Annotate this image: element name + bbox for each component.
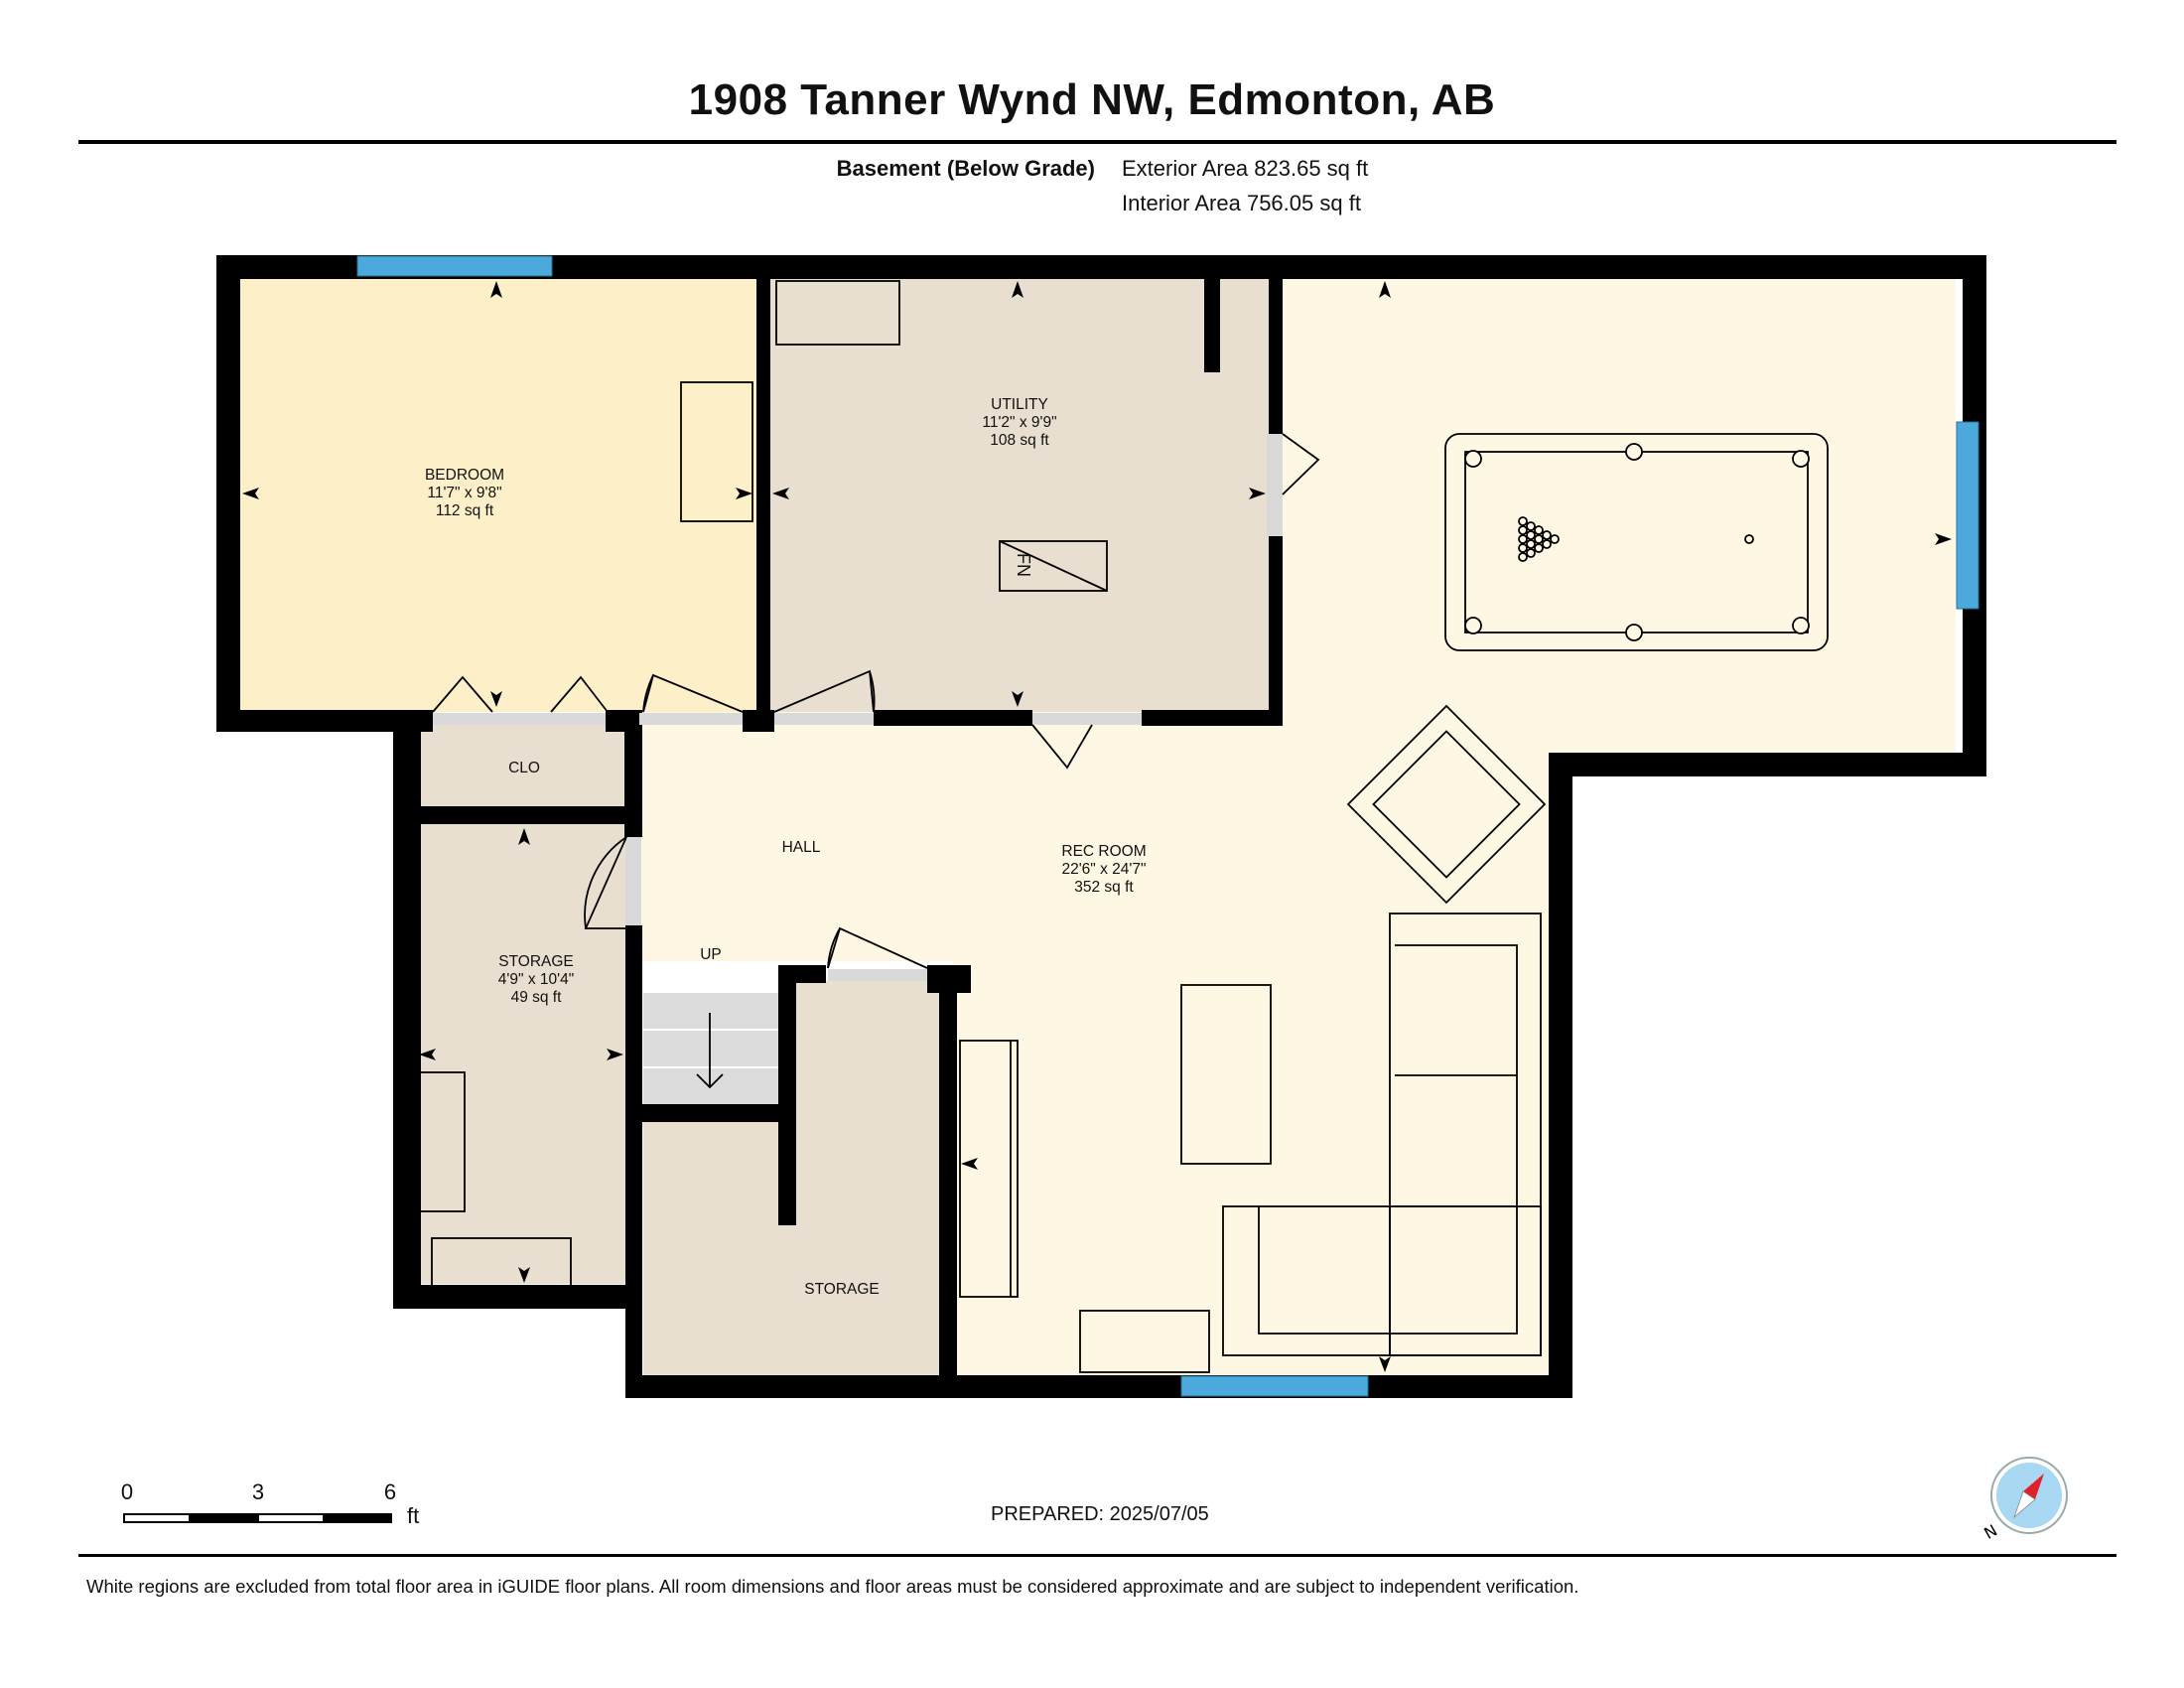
scale-unit: ft (407, 1503, 420, 1528)
side-table (1079, 1310, 1210, 1373)
rec-room-label: REC ROOM 22'6" x 24'7" 352 sq ft (1061, 843, 1146, 897)
closet-fill (420, 722, 626, 808)
bedroom-fill (238, 278, 756, 712)
storage-center-label: STORAGE (804, 1281, 880, 1298)
utility-name: UTILITY (991, 396, 1048, 413)
storage-left-dims: 4'9" x 10'4" (497, 971, 575, 988)
header-rule (78, 140, 2116, 144)
walls (216, 255, 1986, 1398)
rec-room-bottom-window (1180, 1375, 1369, 1397)
scale-segment-3 (257, 1513, 325, 1523)
storage-center-upper-fill (796, 981, 943, 1130)
pool-table (1444, 433, 1829, 651)
storage-left-name: STORAGE (498, 953, 574, 970)
compass-icon: N (1983, 1457, 2068, 1543)
storage-shelf-bottom (431, 1237, 572, 1287)
scale-segment-4 (325, 1513, 392, 1523)
compass-north-label: N (1983, 1520, 2000, 1542)
scale-tick-3: 3 (251, 1479, 265, 1504)
footer-rule (78, 1554, 2116, 1557)
disclaimer-text: White regions are excluded from total fl… (86, 1576, 1579, 1597)
furnace-label: FN (1014, 553, 1033, 577)
scale-segment-1 (123, 1513, 191, 1523)
rec-room-name: REC ROOM (1061, 843, 1147, 860)
stairs-fill (643, 993, 778, 1107)
rec-room-dims: 22'6" x 24'7" (1061, 861, 1147, 878)
storage-left-label: STORAGE 4'9" x 10'4" 49 sq ft (498, 953, 574, 1007)
hall-label: HALL (781, 839, 821, 856)
windows (356, 255, 1979, 1397)
bedroom-dresser (680, 381, 753, 522)
bedroom-name: BEDROOM (424, 467, 505, 484)
furnace (999, 540, 1108, 592)
exterior-area: Exterior Area 823.65 sq ft (1122, 156, 1369, 181)
level-label: Basement (Below Grade) (836, 156, 1095, 181)
staircase (643, 1013, 778, 1089)
dimension-arrows (242, 281, 1952, 1372)
coffee-table (1180, 984, 1272, 1165)
door-swings (432, 433, 1320, 969)
utility-dims: 11'2" x 9'9" (982, 414, 1057, 431)
bedroom-area: 112 sq ft (435, 502, 494, 519)
stairs-up-label: UP (700, 946, 722, 963)
fixtures (416, 280, 1829, 1373)
closet-label: CLO (508, 760, 540, 776)
utility-fill (770, 278, 1270, 712)
rec-room-area: 352 sq ft (1074, 879, 1134, 896)
scale-tick-0: 0 (120, 1479, 134, 1504)
sectional-sofa (1222, 913, 1542, 1356)
bedroom-window (356, 255, 553, 277)
rec-room-right-window (1956, 421, 1979, 610)
utility-area: 108 sq ft (990, 432, 1049, 449)
tv-stand (959, 1040, 1019, 1298)
utility-label: UTILITY 11'2" x 9'9" 108 sq ft (982, 396, 1056, 450)
storage-left-area: 49 sq ft (510, 989, 562, 1006)
rec-room-fill (641, 278, 1956, 1378)
room-fills (238, 278, 1956, 1379)
interior-area: Interior Area 756.05 sq ft (1122, 191, 1361, 215)
scale-bar: 0 3 6 ft (120, 1479, 419, 1539)
scale-segment-2 (190, 1513, 257, 1523)
scale-tick-6: 6 (383, 1479, 397, 1504)
prepared-date: PREPARED: 2025/07/05 (991, 1503, 1209, 1525)
storage-left-fill (417, 824, 626, 1284)
plan-title: 1908 Tanner Wynd NW, Edmonton, AB (688, 75, 1496, 124)
door-thresholds (433, 434, 1283, 981)
storage-shelf-side (416, 1071, 466, 1212)
utility-cabinet (775, 280, 900, 346)
bedroom-dims: 11'7" x 9'8" (427, 485, 502, 501)
bedroom-label: BEDROOM 11'7" x 9'8" 112 sq ft (425, 467, 504, 520)
armchair (1346, 704, 1547, 905)
